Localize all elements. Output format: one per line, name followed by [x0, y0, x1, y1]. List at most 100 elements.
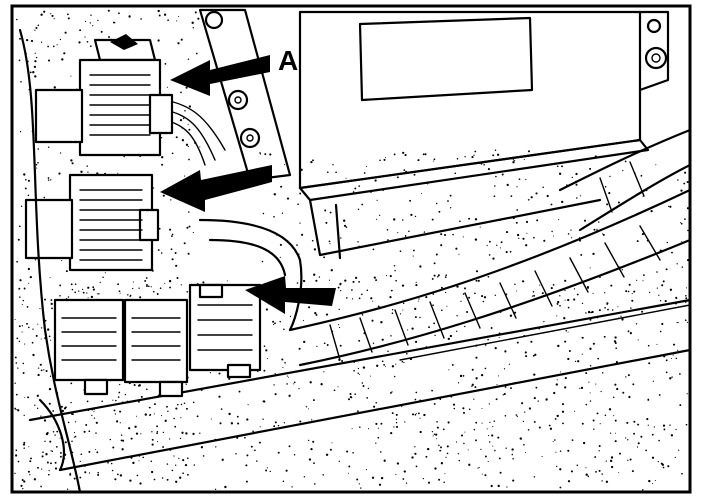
stipple-dot — [78, 41, 81, 44]
control-module — [298, 10, 650, 260]
stipple-dot — [185, 383, 187, 385]
stipple-dot — [432, 435, 434, 437]
stipple-dot — [533, 373, 536, 376]
stipple-dot — [488, 254, 491, 256]
stipple-dot — [173, 417, 175, 420]
stipple-dot — [36, 407, 39, 409]
stipple-dot — [475, 356, 478, 359]
stipple-dot — [685, 287, 688, 289]
stipple-dot — [508, 363, 511, 365]
stipple-dot — [18, 59, 21, 62]
stipple-dot — [308, 458, 312, 461]
stipple-dot — [594, 456, 597, 458]
stipple-dot — [641, 310, 644, 313]
stipple-dot — [516, 415, 518, 417]
right-bracket — [638, 10, 670, 92]
stipple-dot — [43, 419, 47, 422]
stipple-dot — [147, 285, 150, 288]
stipple-dot — [218, 395, 221, 398]
stipple-dot — [120, 434, 123, 436]
stipple-dot — [657, 460, 659, 463]
stipple-dot — [64, 31, 67, 34]
callout-label-a: A — [278, 45, 298, 76]
stipple-dot — [525, 244, 528, 247]
stipple-dot — [27, 267, 31, 271]
stipple-dot — [341, 360, 344, 362]
stipple-dot — [648, 362, 651, 365]
stipple-dot — [387, 239, 389, 241]
stipple-dot — [362, 366, 366, 369]
stipple-dot — [474, 386, 477, 389]
stipple-dot — [328, 279, 331, 281]
stipple-dot — [166, 405, 168, 408]
stipple-dot — [27, 326, 30, 329]
stipple-dot — [371, 476, 375, 479]
stipple-dot — [610, 465, 614, 469]
stipple-dot — [494, 294, 497, 297]
stipple-dot — [601, 480, 603, 482]
stipple-dot — [582, 441, 586, 445]
stipple-dot — [218, 372, 221, 375]
stipple-dot — [132, 287, 134, 290]
stipple-dot — [516, 209, 519, 211]
stipple-dot — [592, 342, 595, 345]
stipple-dot — [171, 469, 174, 472]
stipple-dot — [32, 328, 34, 330]
stipple-dot — [181, 139, 185, 142]
stipple-dot — [24, 187, 27, 190]
stipple-dot — [169, 228, 172, 231]
stipple-dot — [636, 240, 639, 243]
stipple-dot — [47, 146, 50, 148]
stipple-dot — [479, 226, 481, 228]
stipple-dot — [375, 401, 378, 404]
stipple-dot — [412, 249, 415, 252]
stipple-dot — [352, 191, 355, 193]
stipple-dot — [646, 418, 649, 421]
stipple-dot — [652, 380, 655, 382]
stipple-dot — [161, 415, 163, 417]
stipple-dot — [550, 203, 553, 206]
stipple-dot — [395, 279, 397, 282]
stipple-dot — [230, 422, 234, 425]
stipple-dot — [194, 11, 197, 14]
stipple-dot — [444, 276, 447, 278]
stipple-dot — [683, 182, 686, 185]
stipple-dot — [329, 243, 331, 245]
stipple-dot — [156, 425, 159, 428]
stipple-dot — [86, 40, 89, 43]
stipple-dot — [299, 192, 302, 195]
stipple-dot — [351, 298, 354, 300]
stipple-dot — [153, 478, 156, 481]
stipple-dot — [45, 453, 48, 456]
stipple-dot — [51, 14, 54, 17]
stipple-dot — [150, 470, 154, 474]
stipple-dot — [530, 196, 533, 199]
stipple-dot — [354, 276, 358, 280]
stipple-dot — [311, 419, 313, 421]
stipple-dot — [484, 367, 487, 370]
stipple-dot — [92, 288, 95, 291]
stipple-dot — [284, 163, 286, 166]
stipple-dot — [583, 219, 587, 222]
stipple-dot — [667, 465, 670, 468]
stipple-dot — [277, 424, 280, 427]
stipple-dot — [449, 207, 452, 209]
stipple-dot — [99, 281, 101, 284]
stipple-dot — [202, 455, 205, 457]
stipple-dot — [153, 187, 155, 189]
stipple-dot — [435, 202, 438, 205]
stipple-dot — [523, 158, 525, 161]
stipple-dot — [439, 449, 442, 452]
stipple-dot — [446, 445, 449, 448]
stipple-dot — [567, 449, 570, 452]
stipple-dot — [358, 339, 361, 342]
stipple-dot — [467, 449, 469, 451]
stipple-dot — [121, 448, 124, 451]
stipple-dot — [404, 154, 407, 157]
stipple-dot — [353, 369, 355, 372]
stipple-dot — [475, 279, 478, 282]
stipple-dot — [113, 409, 116, 412]
stipple-dot — [117, 396, 120, 398]
stipple-dot — [677, 179, 679, 181]
stipple-dot — [186, 226, 189, 229]
